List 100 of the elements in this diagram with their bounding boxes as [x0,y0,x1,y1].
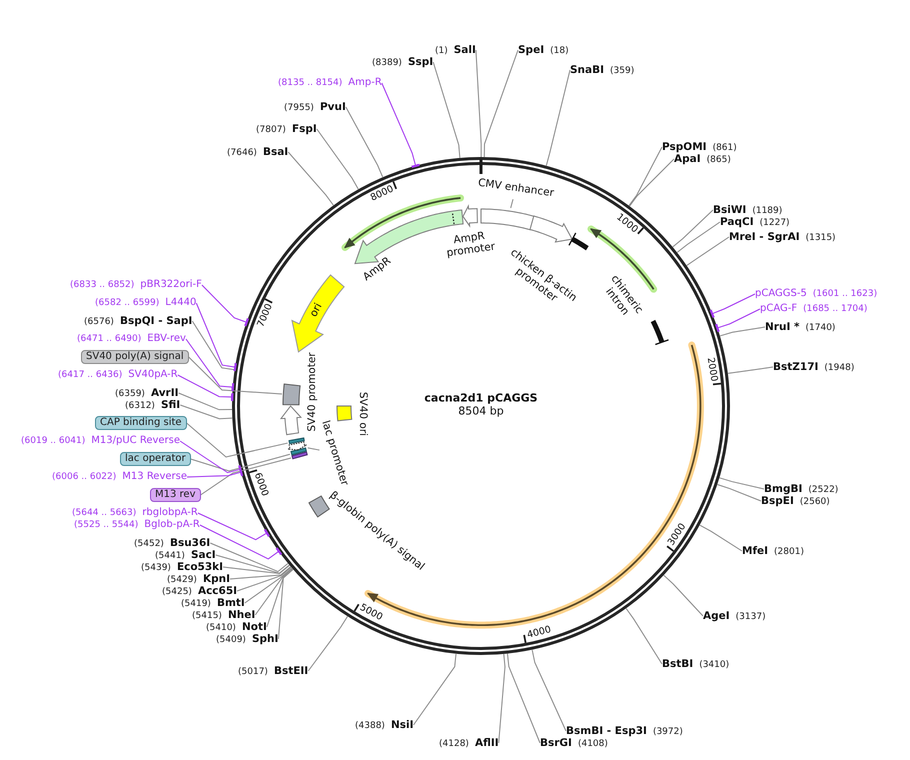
cut-site-position: (1315) [806,232,836,244]
enzyme-name: MreI - SgrAI [729,231,800,243]
leader-line [686,236,730,266]
primer-name: L4440 [165,297,196,309]
cut-site-position: (861) [712,142,737,154]
leader-line [716,484,762,502]
enzyme-name: ApaI [674,153,701,165]
feature-label: ori [307,301,324,319]
leader-line [222,564,290,574]
enzyme-name: BsmBI - Esp3I [566,725,647,737]
leader-line [177,374,234,402]
enzyme-name: SspI [408,56,434,68]
leader-line [498,653,506,744]
leader-line [626,608,662,664]
leader-line [190,454,290,472]
operator-bar [290,447,308,456]
scale-number: 4000 [526,624,552,642]
cut-site-position: (5441) [155,550,185,562]
leader-line [628,146,662,206]
enzyme-name: KpnI [202,573,230,585]
scale-number: 8000 [368,184,396,204]
scale-number: 6000 [252,472,270,498]
scale-number: 2000 [704,356,720,382]
cut-site-position: (7807) [256,124,286,136]
leader-line [192,320,236,370]
primer-range: (5644 .. 5663) [72,507,136,519]
leader-line [185,338,234,392]
cut-site-position: (7955) [284,102,314,114]
leader-line [412,653,456,726]
cut-site-position: (5410) [206,622,236,634]
cut-site-position: (1948) [824,362,854,374]
cut-site-position: (6576) [84,316,114,328]
primer-range: (8135 .. 8154) [278,77,342,89]
primer-range: (5525 .. 5544) [74,519,138,531]
leader-line [288,152,334,206]
primer-range: (6006 .. 6022) [52,471,116,483]
primer-range: (1601 .. 1623) [812,288,878,300]
enzyme-name: SalI [454,44,476,56]
leader-line [236,566,292,592]
primer-range: (6019 .. 6041) [21,435,86,447]
cut-site-position: (1740) [806,322,836,334]
enzyme-name: NotI [242,621,267,633]
leader-line [180,404,233,420]
enzyme-name: AvrII [150,387,179,399]
cut-site-position: (4128) [439,738,469,750]
feature-tag: SV40 poly(A) signal [81,350,189,364]
leader-line [188,356,282,394]
cut-site-position: (5409) [216,634,246,646]
leader-line [719,326,766,336]
enzyme-name: PvuI [320,101,346,113]
enzyme-name: BmgBI [764,483,802,495]
scale-number: 5000 [358,602,384,624]
leader-line [676,222,720,253]
enzyme-name: SnaBI [570,64,604,76]
leader-line [699,524,742,552]
leader-line [484,50,518,158]
enzyme-name: BstEII [274,665,308,677]
leader-line [710,294,756,319]
feature-tag: CAP binding site [95,416,187,430]
leader-line [196,302,237,372]
cut-site-position: (2801) [774,546,804,558]
cut-site-position: (5425) [162,586,192,598]
cut-site-position: (2560) [800,496,830,508]
enzyme-name: Acc65I [198,585,238,597]
enzyme-name: BspQI - SapI [120,315,192,327]
primer-range: (6471 .. 6490) [77,333,142,345]
leader-line [197,512,270,540]
cut-site-position: (4388) [355,720,385,732]
leader-line [180,440,242,474]
leader-line [254,568,293,616]
enzyme-name: BmtI [216,597,245,609]
enzyme-name: NheI [228,609,256,621]
leader-line [308,616,348,672]
primer-range: (6582 .. 6599) [95,297,160,309]
enzyme-name: BstZ17I [773,361,818,373]
leader-line [307,447,320,451]
feature-label: SV40 promoter [306,352,318,432]
leader-line [199,524,282,560]
cut-site-position: (6312) [125,400,155,412]
cut-site-position: (3410) [699,659,730,671]
leader-line [210,542,289,572]
primer-name: Bglob-pA-R [144,519,200,531]
enzyme-name: MfeI [742,545,768,557]
primer-name: rbglobpA-R [142,507,198,519]
primer-name: SV40pA-R [128,369,178,381]
primer-name: pCAGGS-5 [755,288,807,300]
scale-number: 7000 [255,302,275,330]
leader-line [244,568,292,604]
cut-site-position: (5415) [192,610,222,622]
enzyme-name: SpeI [518,44,544,56]
feature-label: SV40 ori [357,392,369,436]
leader-line [432,62,460,158]
leader-line [186,422,288,458]
cut-site-position: (3137) [736,611,766,623]
cut-site-position: (5429) [167,574,197,586]
feature-tag: lac operator [120,452,191,466]
leader-line [506,653,540,744]
leader-line [672,210,714,248]
cut-site-position: (4108) [578,738,608,750]
primer-name: M13 Reverse [122,471,188,483]
